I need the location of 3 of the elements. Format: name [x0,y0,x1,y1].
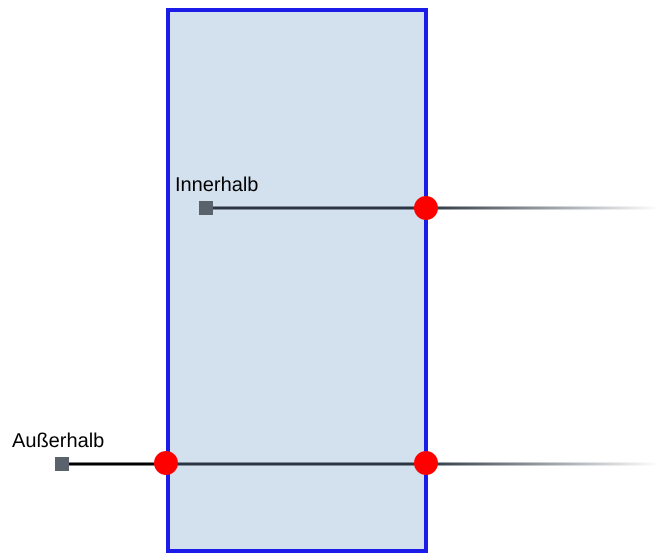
region-box [166,8,428,553]
point-label: Außerhalb [12,429,104,454]
point-label: Innerhalb [175,173,258,198]
